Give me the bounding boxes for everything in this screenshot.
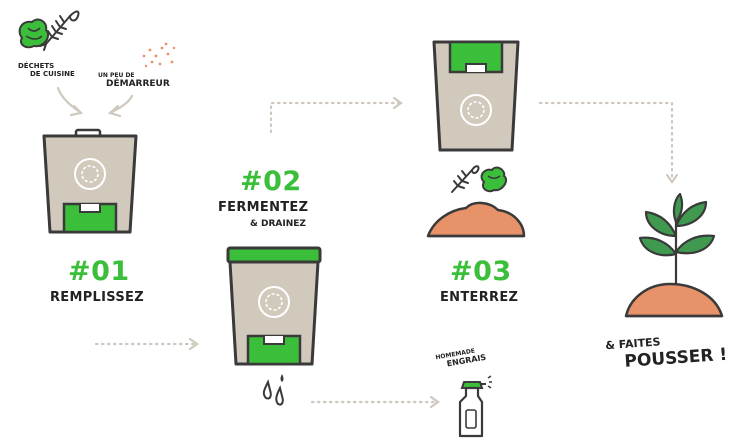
fish-bone-icon [451,165,480,193]
water-drop-icon [262,374,284,406]
arrow-icon [538,101,674,182]
step2-number: #02 [240,166,302,197]
arrow-icon [429,395,440,409]
arrow-icon [188,337,199,351]
step1-number: #01 [68,256,130,287]
arrow-icon [110,94,134,114]
arrow-icon [392,96,403,110]
fish-bone-icon [39,10,80,51]
kitchen-waste-label: DÉCHETS DE CUISINE [18,62,78,78]
kitchen-waste-line2: DE CUISINE [30,70,75,78]
soil-mound-icon [426,201,526,238]
arrow-icon [107,104,122,118]
starter-dots-icon [142,42,176,68]
bin-icon [42,128,138,234]
step2-label: FERMENTEZ [218,200,309,215]
arrow-icon [269,101,402,134]
starter-line2: DÉMARREUR [106,79,170,89]
step3-number: #03 [450,256,512,287]
spray-bottle-icon [458,375,492,438]
bin-icon [432,40,520,152]
step1-label: REMPLISSEZ [50,290,144,305]
arrow-icon [665,173,679,184]
arrow-icon [69,104,84,117]
kitchen-waste-line1: DÉCHETS [18,62,55,70]
sprout-icon [624,192,724,318]
starter-label: UN PEU DE DÉMARREUR [98,72,188,89]
step3-label: ENTERREZ [440,290,519,305]
lettuce-icon [18,18,50,49]
starter-line1: UN PEU DE [98,72,135,79]
lettuce-icon [480,166,508,193]
bin-icon [226,246,322,366]
step2-sublabel: & DRAINEZ [250,219,306,229]
